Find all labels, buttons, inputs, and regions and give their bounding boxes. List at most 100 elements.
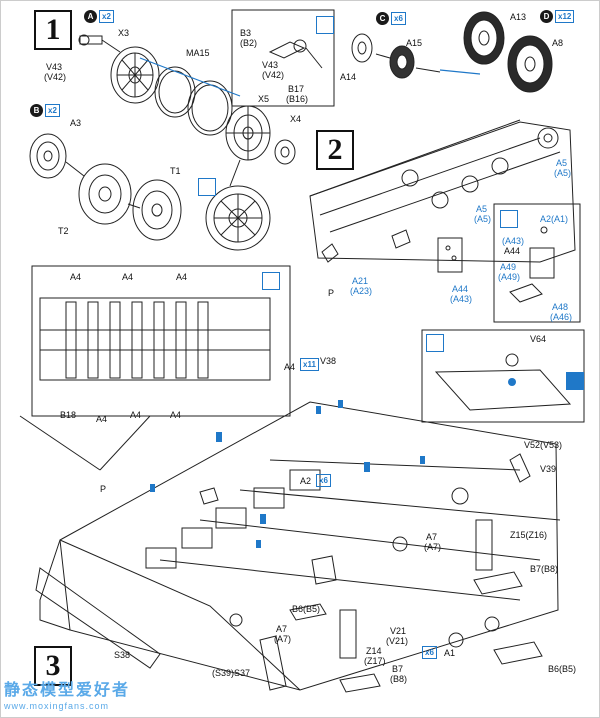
label-b16: (B16) [286, 94, 309, 104]
cement-icon [566, 372, 584, 390]
sprue-letter-d: D [540, 10, 553, 23]
sprue-letter-b: B [30, 104, 43, 117]
label-a46: (A46) [550, 312, 573, 322]
label-p-step2: P [328, 288, 335, 298]
label-t2: T2 [58, 226, 69, 236]
watermark-url: www.moxingfans.com [4, 701, 110, 711]
label-b18: B18 [60, 410, 77, 420]
label-a44: A44 [504, 246, 521, 256]
sprue-qty-b: x2 [45, 104, 60, 117]
paint-icon [426, 334, 444, 352]
sprue-qty-c: x6 [391, 12, 406, 25]
label-b2: (B2) [240, 38, 258, 48]
label-a23: (A23) [350, 286, 373, 296]
label-a4-4: A4 [96, 414, 108, 424]
part-qty-a1: x6 [420, 646, 437, 659]
label-v21-paren: (V21) [386, 636, 409, 646]
label-a5-lower-paren: (A5) [474, 214, 492, 224]
part-qty-a4: x11 [298, 358, 319, 371]
label-a7-lower: A7 [276, 624, 288, 634]
watermark-title: 静态模型爱好者 [4, 680, 131, 699]
label-b8: (B8) [390, 674, 408, 684]
label-z14: Z14 [366, 646, 382, 656]
step-number-1: 1 [34, 10, 72, 50]
label-a13: A13 [510, 12, 527, 22]
qty-a4: x11 [300, 358, 319, 371]
label-v21: V21 [390, 626, 407, 636]
paint-icon [316, 16, 334, 34]
label-v64: V64 [530, 334, 547, 344]
label-a43-main: (A43) [450, 294, 473, 304]
label-a5: A5 [556, 158, 568, 168]
step-number-3: 3 [34, 646, 72, 686]
label-a2: A2 [300, 476, 312, 486]
label-z17: (Z17) [364, 656, 386, 666]
label-a44-main: A44 [452, 284, 469, 294]
step-number-2: 2 [316, 130, 354, 170]
label-x3: X3 [118, 28, 130, 38]
label-a7: A7 [426, 532, 438, 542]
sprue-qty-a: x2 [99, 10, 114, 23]
label-a5-lower: A5 [476, 204, 488, 214]
label-a7-lower-paren: (A7) [274, 634, 292, 644]
label-b6-b5-lower: B6(B5) [548, 664, 577, 674]
qty-a2: x6 [316, 474, 331, 487]
label-v39: V39 [540, 464, 557, 474]
label-b17: B17 [288, 84, 305, 94]
qty-a1: x6 [422, 646, 437, 659]
label-a4-1: A4 [70, 272, 82, 282]
label-p-step3: P [100, 484, 107, 494]
paint-icon [198, 178, 216, 196]
label-a1: A1 [444, 648, 456, 658]
label-a43: (A43) [502, 236, 525, 246]
label-b7: B7 [392, 664, 404, 674]
label-b7-b8: B7(B8) [530, 564, 559, 574]
label-a4-top: A4 [284, 362, 296, 372]
sprue-letter-a: A [84, 10, 97, 23]
label-a21: A21 [352, 276, 369, 286]
label-a14: A14 [340, 72, 357, 82]
part-qty-a2: x6 [314, 474, 331, 487]
paint-icon [262, 272, 280, 290]
sprue-letter-c: C [376, 12, 389, 25]
label-a3: A3 [70, 118, 82, 128]
label-s39-s37: (S39)S37 [212, 668, 251, 678]
label-a4-3: A4 [176, 272, 188, 282]
label-s38: S38 [114, 650, 131, 660]
label-v42: (V42) [44, 72, 67, 82]
watermark: 静态模型爱好者 www.moxingfans.com [4, 676, 204, 711]
wheel-x3 [110, 46, 160, 104]
label-a15: A15 [406, 38, 423, 48]
label-z15-z16: Z15(Z16) [510, 530, 548, 540]
label-a4-6: A4 [170, 410, 182, 420]
sprue-qty-d: x12 [555, 10, 575, 23]
label-v43-detail: V43 [262, 60, 279, 70]
label-a48: A48 [552, 302, 569, 312]
axle-part-a [78, 34, 121, 53]
label-b3: B3 [240, 28, 252, 38]
label-a5-paren: (A5) [554, 168, 572, 178]
label-a7-paren: (A7) [424, 542, 442, 552]
label-x5: X5 [258, 94, 270, 104]
label-a4-2: A4 [122, 272, 134, 282]
label-v42-detail: (V42) [262, 70, 285, 80]
label-a49: A49 [500, 262, 517, 272]
label-a49-paren: (A49) [498, 272, 521, 282]
label-ma15: MA15 [186, 48, 210, 58]
label-a4-5: A4 [130, 410, 142, 420]
label-v38: V38 [320, 356, 337, 366]
label-x4: X4 [290, 114, 302, 124]
label-a8: A8 [552, 38, 564, 48]
label-v43: V43 [46, 62, 63, 72]
label-a2-a1: A2(A1) [540, 214, 569, 224]
label-t1: T1 [170, 166, 181, 176]
label-b6-b5: B6(B5) [292, 604, 321, 614]
label-v52-v53: V52(V53) [524, 440, 563, 450]
paint-icon [500, 210, 518, 228]
